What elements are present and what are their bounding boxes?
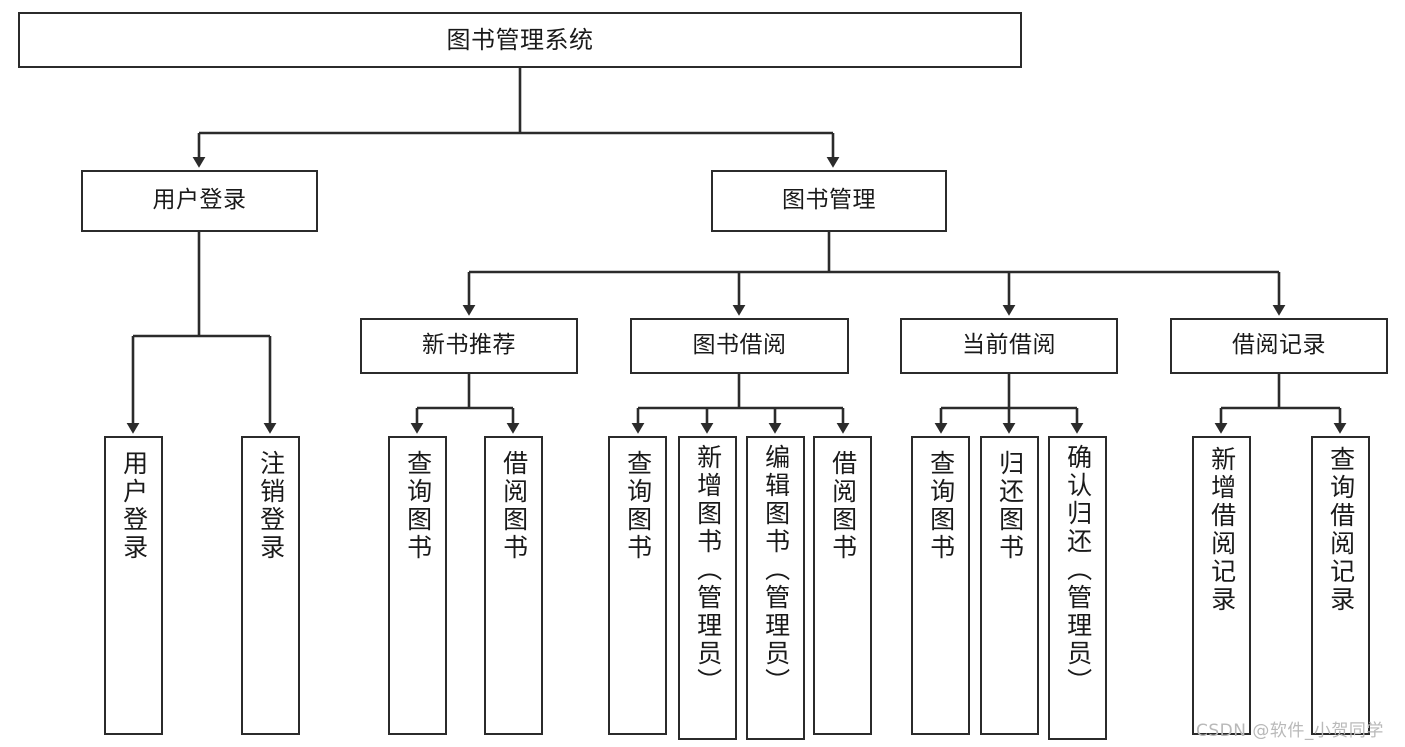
node-label: 新书推荐: [422, 332, 516, 359]
node-label: 注销登录: [256, 450, 286, 562]
leaf-user-login[interactable]: 用户登录: [104, 436, 163, 735]
node-label: 归还图书: [995, 450, 1025, 562]
node-label: 图书管理系统: [446, 25, 594, 54]
node-user-login[interactable]: 用户登录: [81, 170, 318, 232]
node-label: 查询借阅记录: [1326, 446, 1356, 614]
node-label: 新增借阅记录: [1207, 446, 1237, 614]
node-label: 确认归还（管理员）: [1063, 444, 1093, 696]
node-label: 查询图书: [403, 450, 433, 562]
csdn-watermark: CSDN @软件_小贺同学: [1196, 721, 1384, 741]
leaf-return-book[interactable]: 归还图书: [980, 436, 1039, 735]
leaf-add-borrow-record[interactable]: 新增借阅记录: [1192, 436, 1251, 735]
node-label: 借阅图书: [499, 450, 529, 562]
leaf-confirm-return-admin[interactable]: 确认归还（管理员）: [1048, 436, 1107, 740]
node-label: 借阅记录: [1232, 332, 1326, 359]
node-root-library-system[interactable]: 图书管理系统: [18, 12, 1022, 68]
node-current-borrow[interactable]: 当前借阅: [900, 318, 1118, 374]
node-book-borrow[interactable]: 图书借阅: [630, 318, 849, 374]
leaf-edit-book-admin[interactable]: 编辑图书（管理员）: [746, 436, 805, 740]
node-new-book-recommend[interactable]: 新书推荐: [360, 318, 578, 374]
leaf-add-book-admin[interactable]: 新增图书（管理员）: [678, 436, 737, 740]
node-book-management[interactable]: 图书管理: [711, 170, 947, 232]
node-label: 新增图书（管理员）: [693, 444, 723, 696]
node-borrow-record[interactable]: 借阅记录: [1170, 318, 1388, 374]
leaf-logout[interactable]: 注销登录: [241, 436, 300, 735]
node-label: 用户登录: [119, 450, 149, 562]
leaf-borrow-book-recommend[interactable]: 借阅图书: [484, 436, 543, 735]
leaf-query-book-borrow[interactable]: 查询图书: [608, 436, 667, 735]
node-label: 查询图书: [623, 450, 653, 562]
node-label: 图书借阅: [692, 332, 787, 359]
node-label: 查询图书: [926, 450, 956, 562]
node-label: 借阅图书: [828, 450, 858, 562]
node-label: 编辑图书（管理员）: [761, 444, 791, 696]
leaf-query-borrow-record[interactable]: 查询借阅记录: [1311, 436, 1370, 735]
leaf-query-book-current[interactable]: 查询图书: [911, 436, 970, 735]
leaf-query-book-recommend[interactable]: 查询图书: [388, 436, 447, 735]
node-label: 图书管理: [782, 187, 876, 214]
leaf-borrow-book[interactable]: 借阅图书: [813, 436, 872, 735]
node-label: 当前借阅: [962, 332, 1056, 359]
node-label: 用户登录: [152, 187, 247, 214]
